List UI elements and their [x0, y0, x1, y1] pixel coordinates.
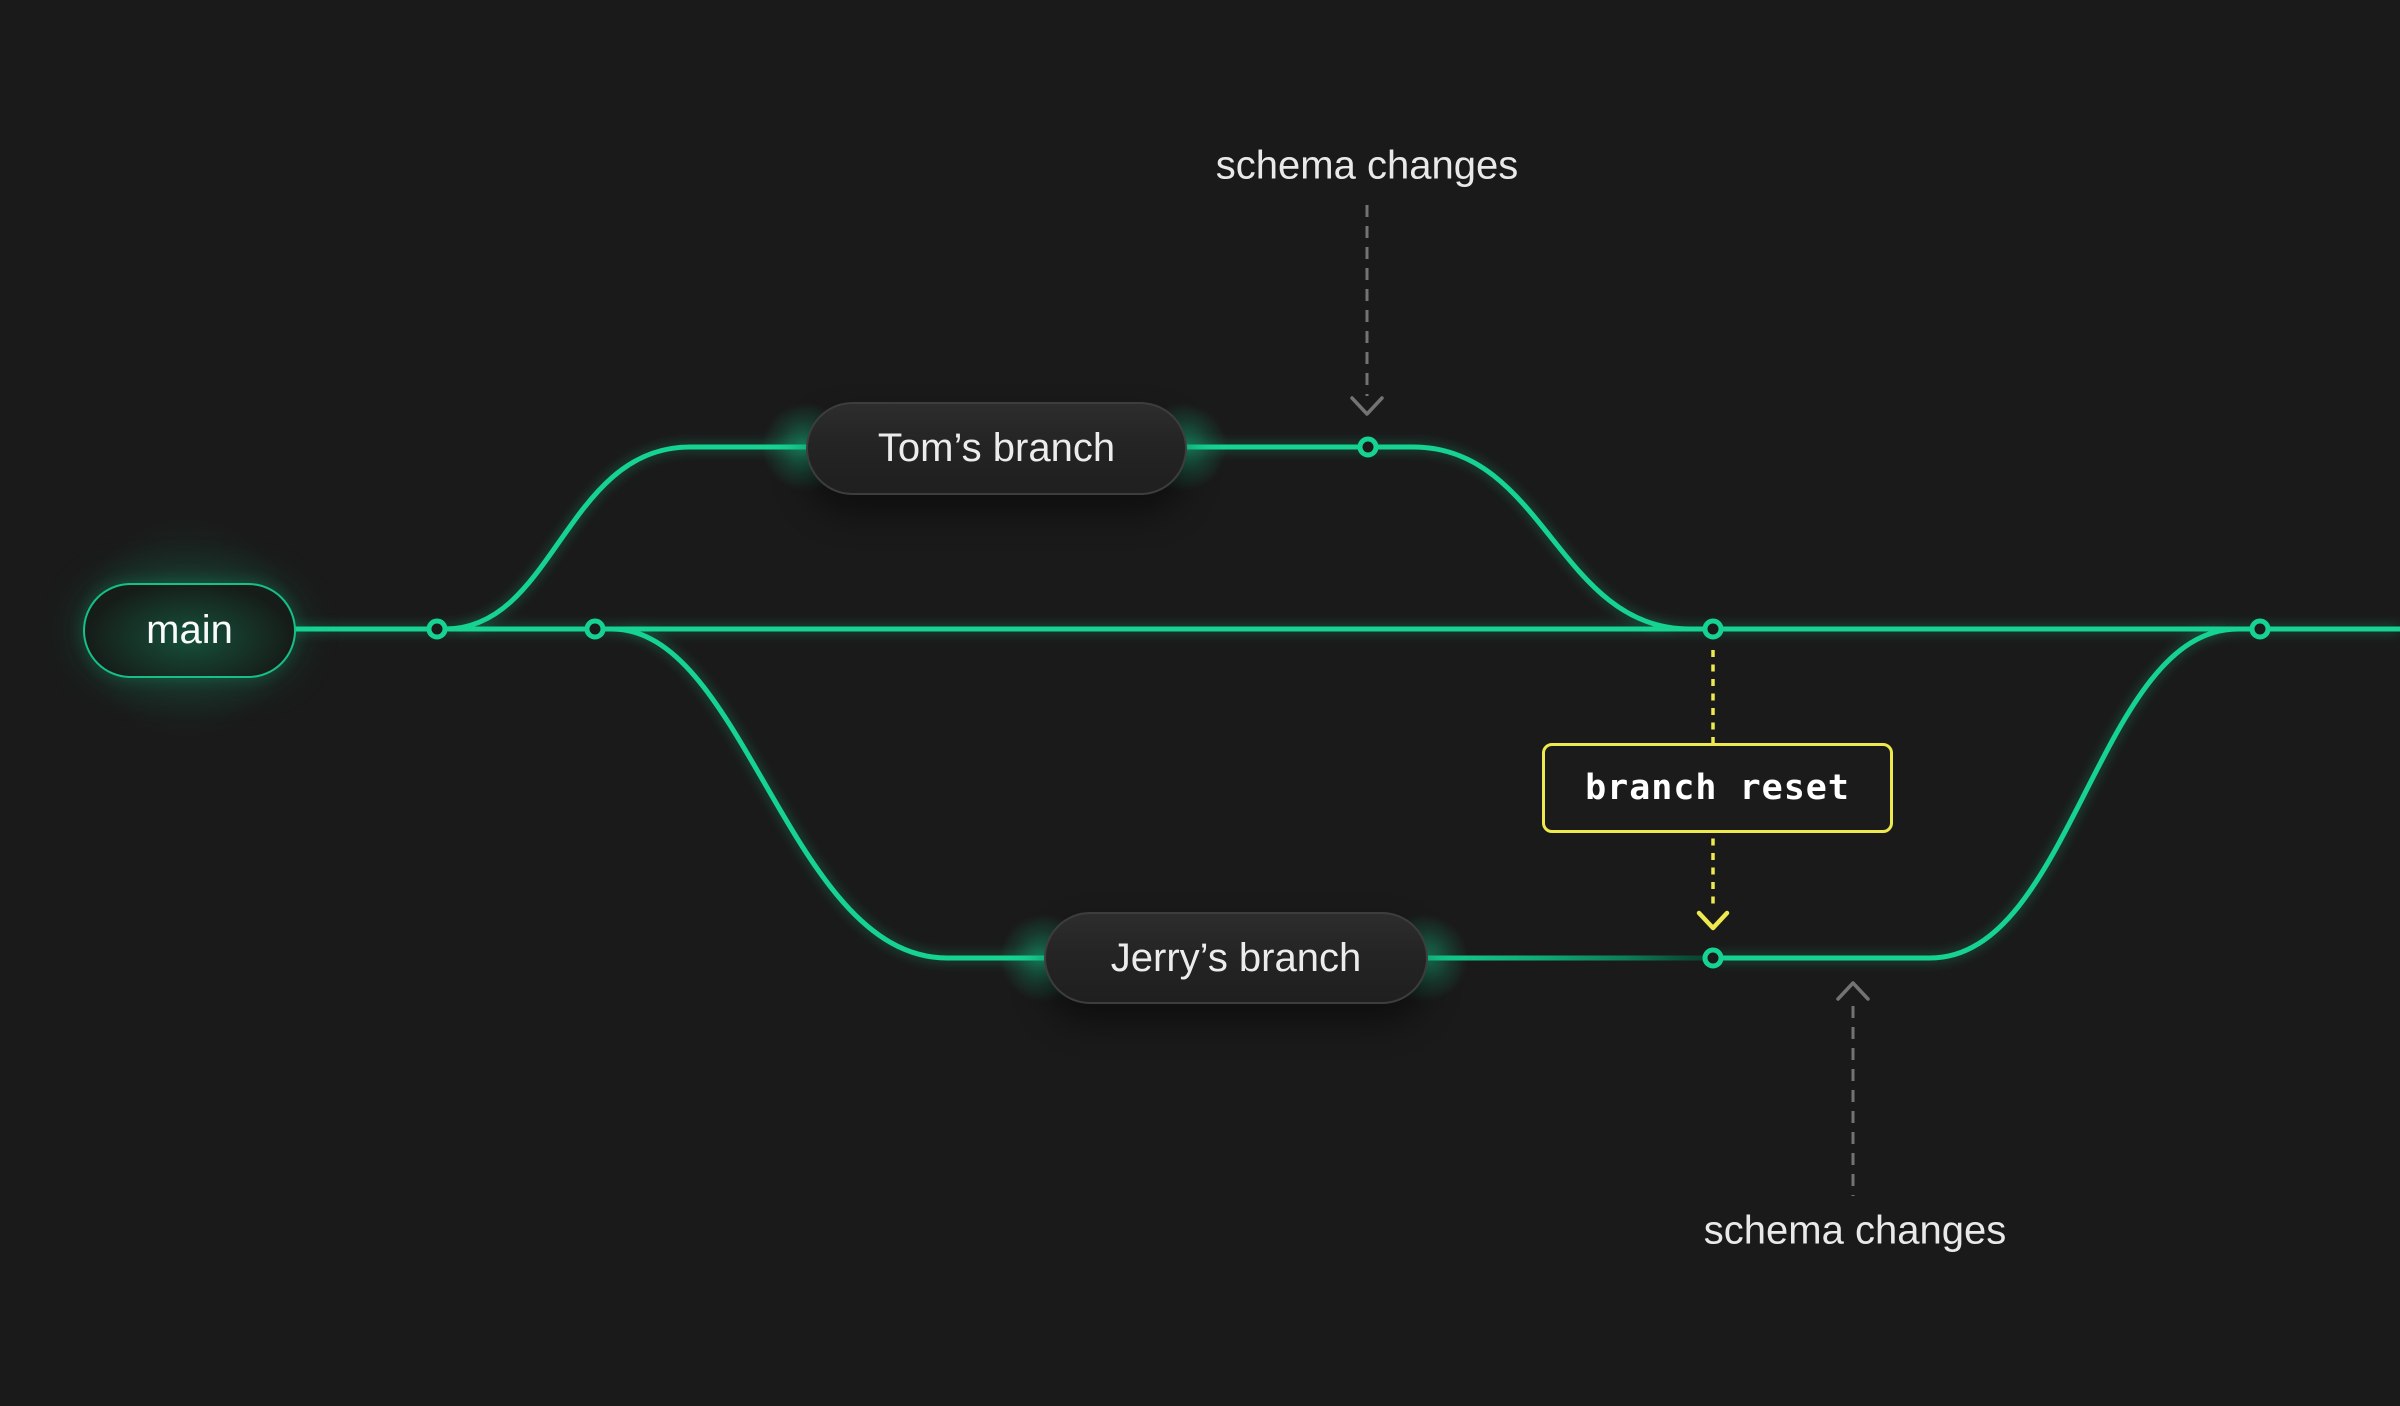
- branch-label-toms-text: Tom’s branch: [877, 426, 1116, 470]
- schema-changes-bottom-arrow: [1836, 981, 1870, 1196]
- arrowhead-down-icon: [1696, 910, 1730, 931]
- branch-label-jerrys: Jerry’s branch: [1044, 912, 1428, 1004]
- annotation-schema-changes-top: schema changes: [1215, 143, 1519, 188]
- toms-branch-line: [444, 444, 1691, 632]
- schema-changes-top-arrow: [1350, 205, 1384, 416]
- commit-node-main-2: [584, 618, 606, 640]
- arrowhead-down-icon: [1350, 396, 1384, 416]
- arrowhead-up-icon: [1836, 981, 1870, 1001]
- commit-node-jerrys: [1702, 947, 1724, 969]
- commit-node-main-3: [1702, 618, 1724, 640]
- commit-node-toms: [1357, 436, 1379, 458]
- branch-reset-box: branch reset: [1542, 743, 1893, 833]
- branch-reset-text: branch reset: [1585, 768, 1850, 808]
- jerrys-branch-line-right: [1713, 626, 2239, 961]
- branch-label-main: main: [83, 583, 296, 678]
- branch-reset-arrow: [1696, 650, 1730, 931]
- commit-nodes: [426, 436, 2271, 969]
- annotation-schema-changes-bottom: schema changes: [1703, 1208, 2007, 1253]
- commit-node-main-4: [2249, 618, 2271, 640]
- branch-label-main-text: main: [146, 608, 233, 652]
- commit-node-main-1: [426, 618, 448, 640]
- jerrys-branch-line-left: [611, 626, 1424, 961]
- branch-label-jerrys-text: Jerry’s branch: [1110, 935, 1362, 980]
- branch-label-toms: Tom’s branch: [806, 402, 1187, 495]
